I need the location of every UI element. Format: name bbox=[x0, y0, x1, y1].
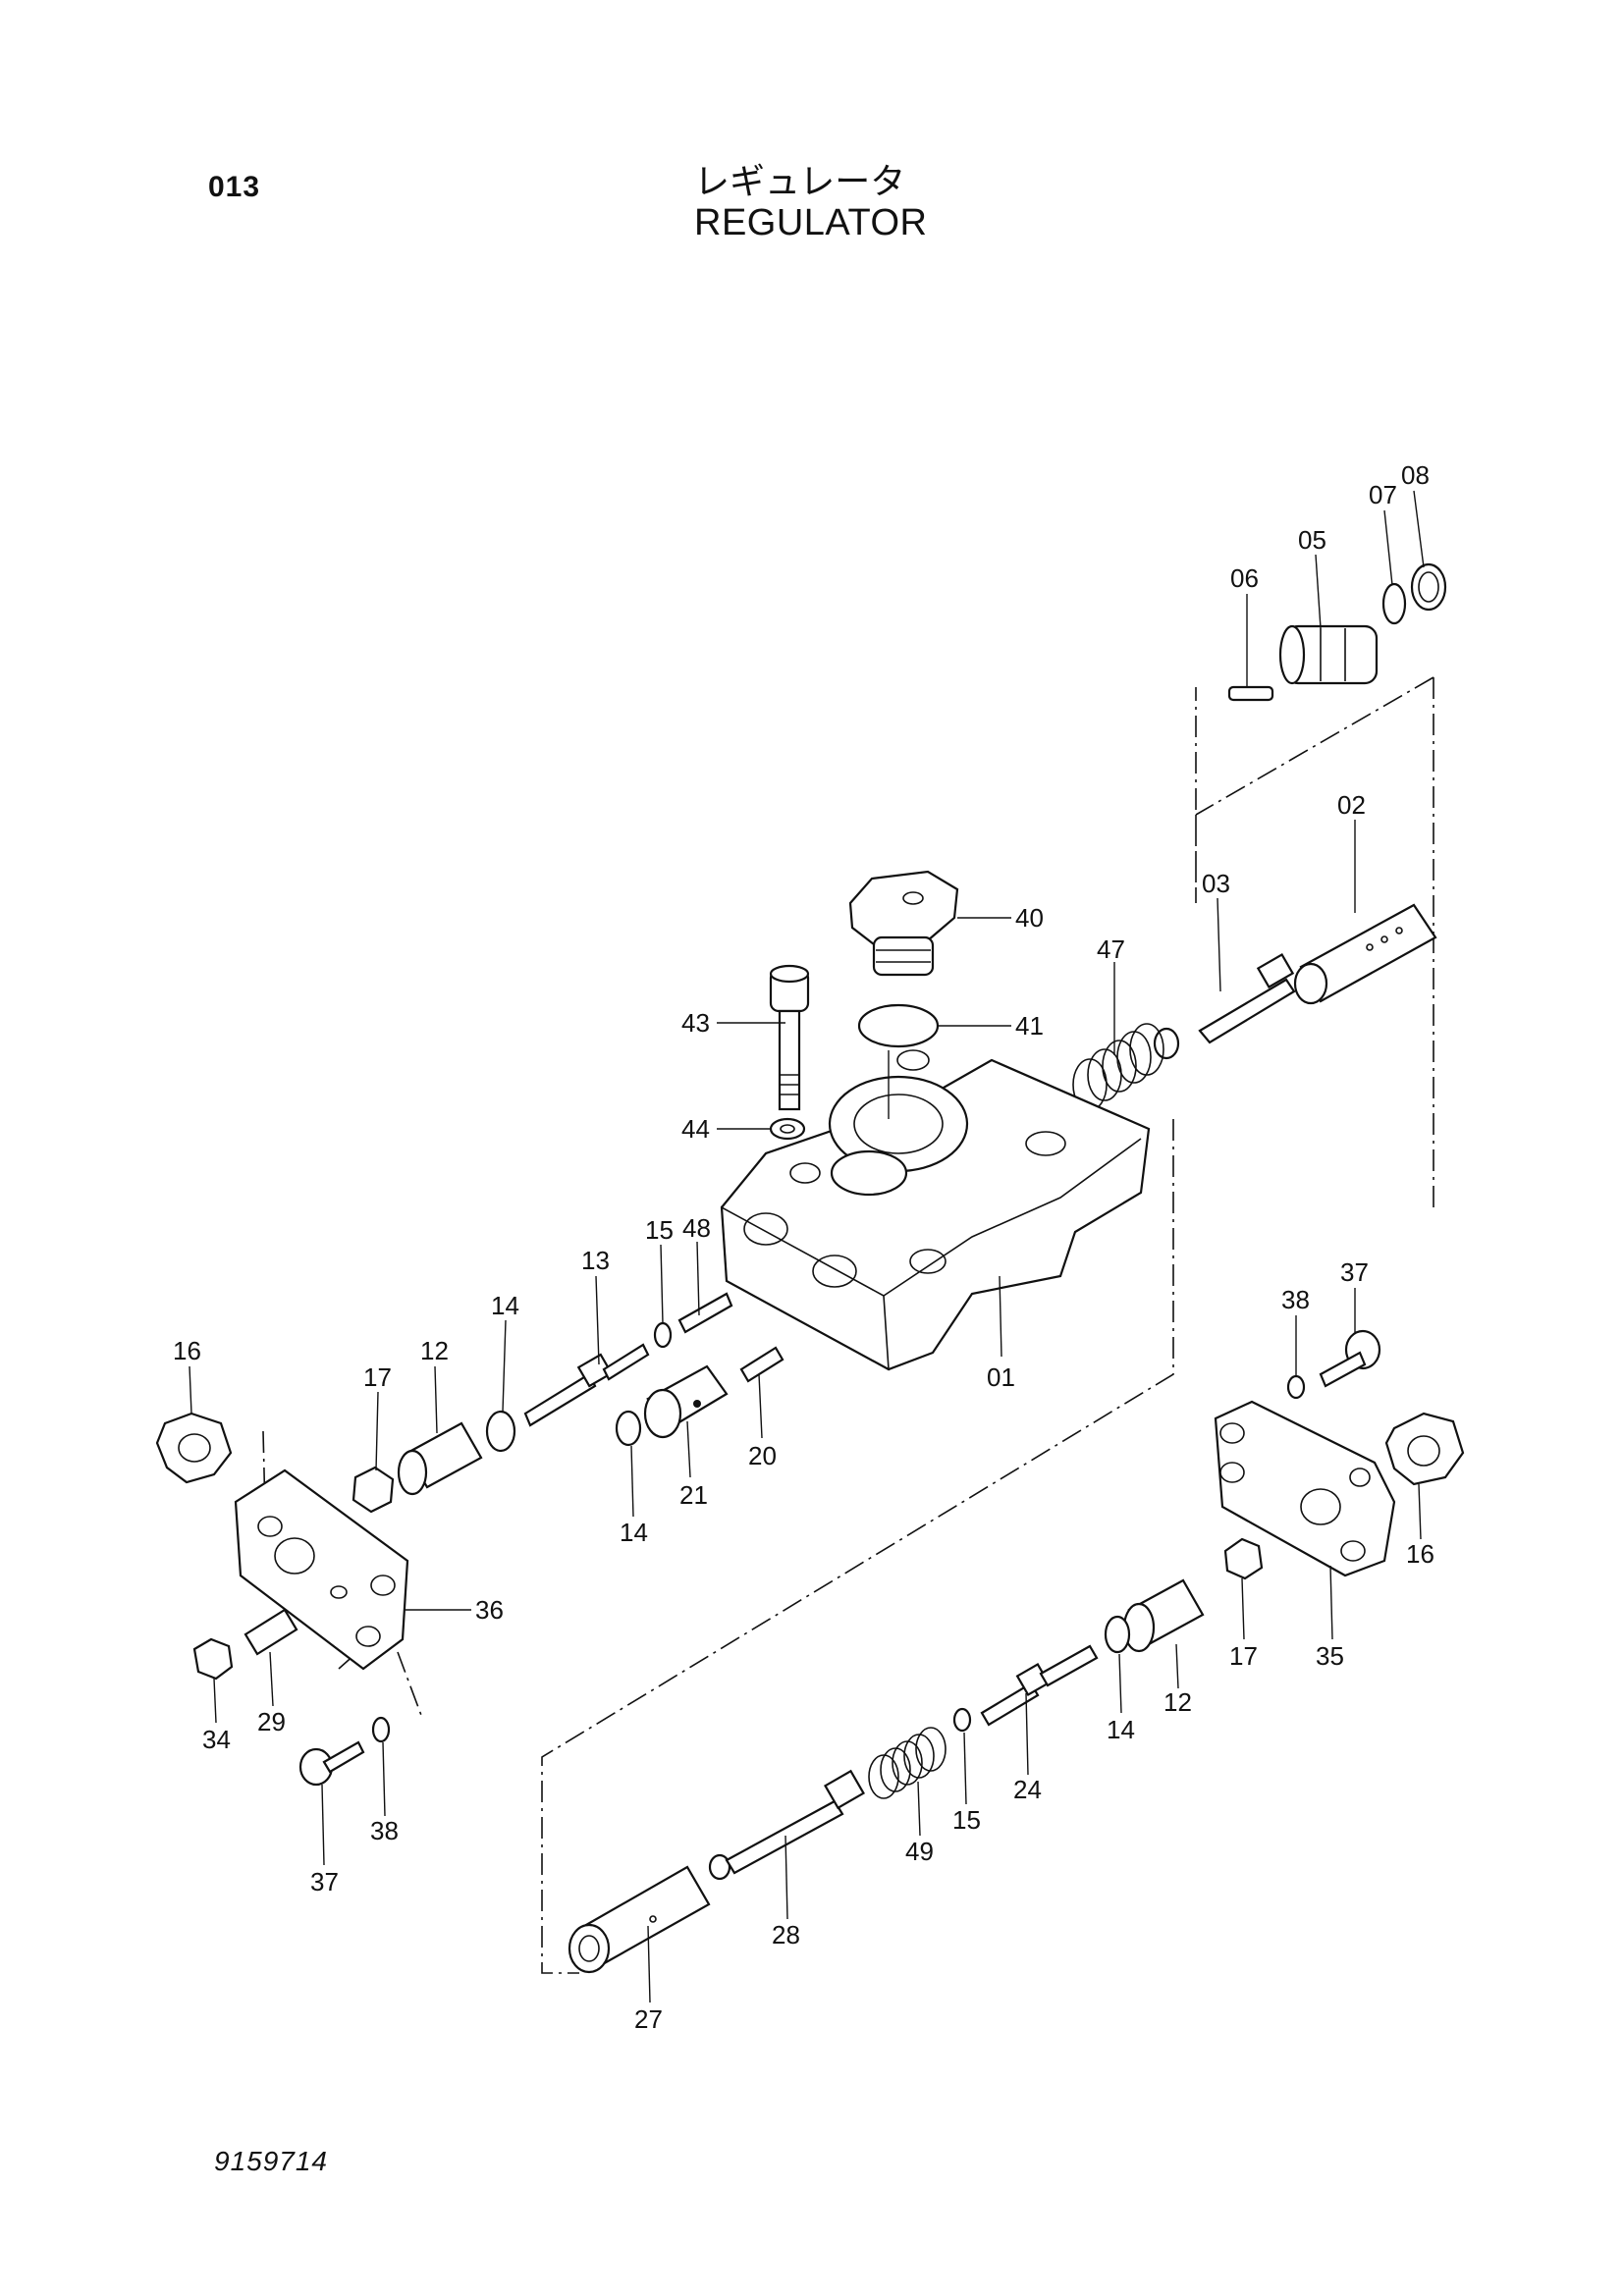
part-37-bolt-left bbox=[298, 1740, 365, 1787]
callout-14-upper: 14 bbox=[491, 1291, 519, 1320]
part-12-adjusting-screw-upper bbox=[397, 1421, 483, 1496]
callout-34: 34 bbox=[202, 1725, 231, 1754]
callout-17-upper: 17 bbox=[363, 1362, 392, 1392]
part-40-plug bbox=[848, 870, 959, 977]
callout-37-left: 37 bbox=[310, 1867, 339, 1896]
part-01-regulator-body bbox=[720, 1049, 1151, 1371]
part-48-spring bbox=[677, 1292, 733, 1334]
part-37-bolt-right bbox=[1319, 1329, 1381, 1388]
callout-15-upper: 15 bbox=[645, 1215, 674, 1245]
callout-14-lower: 14 bbox=[1107, 1715, 1135, 1744]
part-16-cap-nut-left bbox=[155, 1412, 233, 1484]
callout-15-lower: 15 bbox=[952, 1805, 981, 1835]
callout-37-right: 37 bbox=[1340, 1257, 1369, 1287]
callout-12-lower: 12 bbox=[1163, 1687, 1192, 1717]
callout-labels: 08 07 05 06 02 03 47 40 41 43 44 48 15 1… bbox=[173, 460, 1434, 2034]
part-36-cover-left bbox=[234, 1468, 409, 1671]
callout-29: 29 bbox=[257, 1707, 286, 1736]
leader-lines bbox=[189, 490, 1425, 2003]
part-43-bolt bbox=[769, 964, 810, 1111]
part-13-spool bbox=[523, 1343, 650, 1427]
document-number: 9159714 bbox=[214, 2146, 329, 2176]
part-16-cap-nut-right bbox=[1384, 1412, 1465, 1486]
part-21-plug bbox=[643, 1364, 729, 1439]
callout-03: 03 bbox=[1202, 869, 1230, 898]
callout-13: 13 bbox=[581, 1246, 610, 1275]
part-28-spool bbox=[708, 1769, 865, 1881]
callout-27: 27 bbox=[634, 2004, 663, 2034]
callout-43: 43 bbox=[681, 1008, 710, 1038]
callout-05: 05 bbox=[1298, 525, 1326, 555]
part-38-washer-left bbox=[371, 1716, 391, 1743]
title-japanese: レギュレータ bbox=[694, 162, 906, 202]
callout-44: 44 bbox=[681, 1114, 710, 1144]
callout-20: 20 bbox=[748, 1441, 777, 1470]
callout-06: 06 bbox=[1230, 563, 1259, 593]
callout-24: 24 bbox=[1013, 1775, 1042, 1804]
part-06-pin bbox=[1227, 685, 1274, 702]
part-47-spring bbox=[1072, 1023, 1164, 1111]
part-03-spool bbox=[1153, 952, 1296, 1060]
callout-16-left: 16 bbox=[173, 1336, 201, 1365]
callout-17-lower: 17 bbox=[1229, 1641, 1258, 1671]
callout-38-right: 38 bbox=[1281, 1285, 1310, 1314]
callout-38-left: 38 bbox=[370, 1816, 399, 1845]
part-29-set-screw bbox=[243, 1608, 298, 1656]
part-15-o-ring-lower bbox=[952, 1707, 972, 1733]
part-12-adjusting-screw-lower bbox=[1122, 1578, 1205, 1653]
callout-48: 48 bbox=[682, 1213, 711, 1243]
part-49-spring bbox=[868, 1727, 947, 1799]
part-14-o-ring-upper bbox=[485, 1410, 516, 1453]
callout-01: 01 bbox=[987, 1362, 1015, 1392]
part-35-cover-right bbox=[1214, 1400, 1396, 1577]
part-38-washer-right bbox=[1286, 1374, 1306, 1400]
part-14-o-ring-lower bbox=[1104, 1615, 1131, 1654]
part-02-sleeve bbox=[1293, 903, 1437, 1005]
part-44-washer bbox=[769, 1117, 806, 1141]
part-07-o-ring bbox=[1381, 582, 1407, 625]
part-17-nut-upper bbox=[352, 1466, 395, 1514]
part-17-nut-lower bbox=[1223, 1537, 1264, 1580]
part-41-o-ring bbox=[857, 1003, 940, 1048]
part-34-nut bbox=[192, 1637, 234, 1681]
callout-02: 02 bbox=[1337, 790, 1366, 820]
callout-08: 08 bbox=[1401, 460, 1430, 490]
callout-14-mid: 14 bbox=[620, 1518, 648, 1547]
part-27-sleeve bbox=[568, 1865, 711, 1974]
part-08-backup-ring bbox=[1410, 562, 1447, 612]
callout-21: 21 bbox=[679, 1480, 708, 1510]
callout-35: 35 bbox=[1316, 1641, 1344, 1671]
page-number: 013 bbox=[208, 171, 261, 203]
callout-28: 28 bbox=[772, 1920, 800, 1949]
part-15-o-ring-upper bbox=[653, 1321, 673, 1349]
part-05-spool-sleeve bbox=[1278, 624, 1379, 685]
title-english: REGULATOR bbox=[694, 202, 928, 243]
callout-49: 49 bbox=[905, 1837, 934, 1866]
callout-12-upper: 12 bbox=[420, 1336, 449, 1365]
callout-16-right: 16 bbox=[1406, 1539, 1434, 1569]
callout-40: 40 bbox=[1015, 903, 1044, 933]
callout-47: 47 bbox=[1097, 934, 1125, 964]
part-24-spool bbox=[980, 1644, 1099, 1727]
callout-36: 36 bbox=[475, 1595, 504, 1625]
part-14-o-ring-mid bbox=[615, 1410, 642, 1447]
part-20-pin bbox=[739, 1346, 784, 1383]
callout-07: 07 bbox=[1369, 480, 1397, 509]
callout-41: 41 bbox=[1015, 1011, 1044, 1041]
